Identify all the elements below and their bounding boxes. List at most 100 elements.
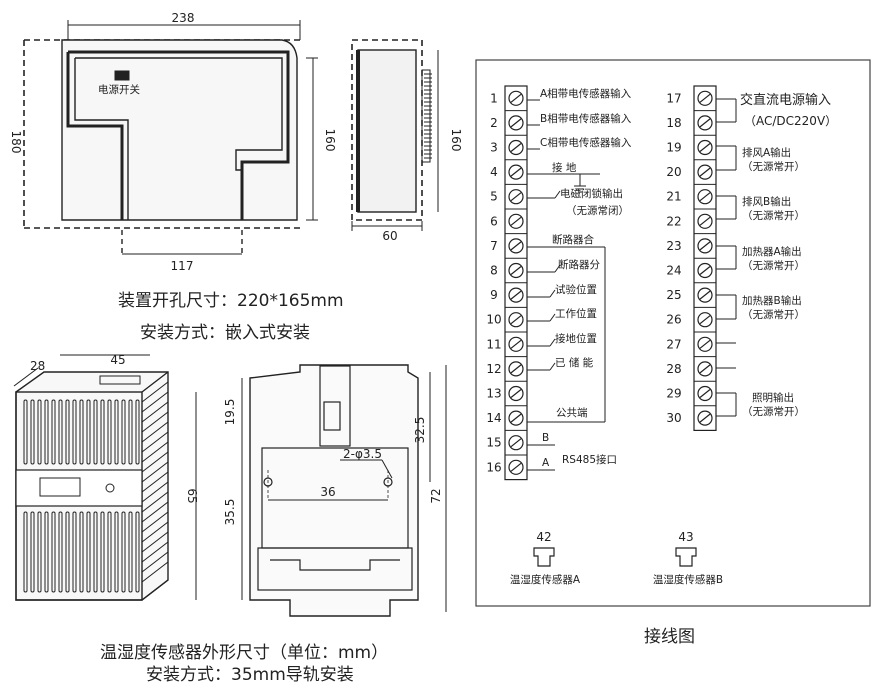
panel-side-view [351,39,439,231]
vent-slot [44,399,49,465]
sensor-iso-view [13,354,197,601]
vent-slot [58,399,63,465]
sensor-caption-1: 温湿度传感器外形尺寸（单位：mm） [100,643,389,663]
panel-caption-2: 安装方式：嵌入式安装 [140,323,310,343]
left-slot-11 [510,339,522,349]
vent-slot [65,511,70,593]
left-slot-16 [510,462,522,472]
power-switch-label: 电源开关 [98,83,140,96]
left-terminal-number: 16 [486,460,501,474]
right-terminal-number: 27 [666,337,681,351]
right-terminal-number: 18 [666,116,681,130]
vent-slot [51,511,56,593]
vent-slot [23,399,28,465]
left-slot-14 [510,413,522,423]
left-terminal-number: 14 [486,411,501,425]
right-slot-20 [699,167,711,177]
vent-slot [23,511,28,593]
left-terminal-number: 7 [490,239,498,253]
label-t23b: （无源常开） [742,259,805,272]
vent-slot [72,511,77,593]
label-t14: 公共端 [556,406,588,419]
left-slot-3 [510,143,522,152]
vent-slot [128,399,133,465]
side-vent-line [141,501,169,523]
label-t29b: （无源常开） [742,405,805,418]
wiring-title: 接线图 [644,627,695,647]
left-slot-13 [510,389,522,398]
label-t7: 断路器合 [552,233,594,246]
vent-slot [86,511,91,593]
left-terminal-number: 11 [486,337,501,351]
label-t11: 接地位置 [555,332,597,345]
left-slot-1 [510,93,522,103]
right-slot-17 [699,93,711,103]
dim-160-front: 160 [323,129,337,152]
dim-238: 238 [172,11,195,25]
right-slot-21 [699,192,711,202]
vent-slot [58,511,63,593]
vent-slot [44,511,49,593]
right-terminal-number: 22 [666,214,681,228]
right-terminal-number: 26 [666,313,681,327]
dim-32-5: 32.5 [413,417,427,444]
right-terminal-number: 21 [666,190,681,204]
dim-60: 60 [382,229,397,243]
vent-slot [37,399,42,465]
label-t18: （AC/DC220V） [744,114,837,128]
left-terminal-number: 1 [490,91,498,105]
right-slot-23 [699,241,711,251]
vent-slot [107,511,112,593]
vent-slot [100,511,105,593]
side-vent-line [141,561,169,583]
connector-43-label: 温湿度传感器B [653,573,723,586]
left-terminal-number: 6 [490,214,498,228]
right-terminal-number: 23 [666,239,681,253]
connector-42-label: 温湿度传感器A [510,573,581,586]
dim-72: 72 [429,488,443,503]
vent-slot [114,399,119,465]
side-vent-line [141,371,169,393]
label-t8: 断路器分 [558,258,600,271]
sensor-vent-fins [23,371,169,593]
left-slot-9 [510,290,522,300]
connector-42-num: 42 [536,530,551,544]
dim-117: 117 [171,259,194,273]
vent-slot [93,511,98,593]
right-slot-25 [699,290,711,300]
side-vent-fins [424,73,432,159]
side-vent-line [141,461,169,483]
label-t3: C相带电传感器输入 [540,136,632,149]
dim-65: 65 [185,488,199,503]
right-slot-28 [699,364,711,374]
right-terminal-number: 19 [666,141,681,155]
left-slot-15 [510,438,522,448]
right-slot-27 [699,339,711,349]
label-t1: A相带电传感器输入 [540,87,632,100]
side-vent-line [141,441,169,463]
label-t12: 已 储 能 [555,356,594,369]
side-vent-line [141,531,169,553]
label-t25a: 加热器B输出 [742,294,802,307]
side-vent-line [141,471,169,493]
dim-35-5: 35.5 [223,499,237,526]
side-vent-line [141,491,169,513]
right-slot-29 [699,389,711,398]
left-slot-7 [510,241,522,251]
label-t9: 试验位置 [555,283,597,296]
right-slot-30 [699,413,711,423]
sensor-front-view [241,364,447,617]
label-t15: B [542,432,549,444]
vent-slot [30,511,35,593]
left-leader-lines [527,99,606,471]
label-t2: B相带电传感器输入 [540,112,632,125]
label-t21a: 排风B输出 [742,195,791,208]
vent-slot [51,399,56,465]
right-terminal-number: 28 [666,362,681,376]
label-t5b: （无源常闭） [566,204,629,217]
left-terminal-number: 12 [486,362,501,376]
right-terminal-number: 30 [666,411,681,425]
label-t23a: 加热器A输出 [742,245,802,258]
connector-42 [533,547,555,567]
